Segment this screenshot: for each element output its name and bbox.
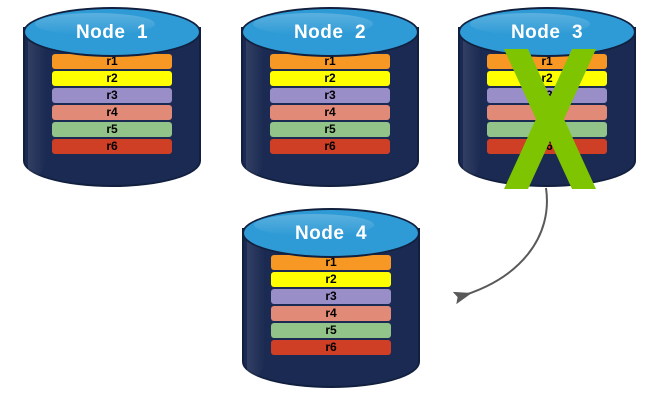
record-bar[interactable]: r4 (270, 105, 390, 120)
record-bar[interactable]: r3 (271, 289, 391, 304)
record-bar[interactable]: r6 (271, 340, 391, 355)
database-node-4[interactable]: r1 r2 r3 r4 r5 r6 Node 4 (242, 208, 420, 388)
record-list: r1 r2 r3 r4 r5 r6 (271, 255, 391, 355)
record-bar[interactable]: r5 (487, 122, 607, 137)
record-bar[interactable]: r2 (271, 272, 391, 287)
record-bar[interactable]: r2 (270, 71, 390, 86)
record-bar[interactable]: r6 (487, 139, 607, 154)
record-bar[interactable]: r1 (271, 255, 391, 270)
database-node-2[interactable]: r1 r2 r3 r4 r5 r6 Node 2 (241, 7, 419, 187)
record-bar[interactable]: r3 (52, 88, 172, 103)
record-bar[interactable]: r6 (52, 139, 172, 154)
node-title: Node 1 (75, 22, 149, 43)
record-bar[interactable]: r4 (52, 105, 172, 120)
record-bar[interactable]: r2 (52, 71, 172, 86)
record-list: r1 r2 r3 r4 r5 r6 (52, 54, 172, 154)
record-bar[interactable]: r5 (271, 323, 391, 338)
record-bar[interactable]: r3 (487, 88, 607, 103)
record-bar[interactable]: r5 (270, 122, 390, 137)
record-bar[interactable]: r5 (52, 122, 172, 137)
record-bar[interactable]: r3 (270, 88, 390, 103)
database-node-1[interactable]: r1 r2 r3 r4 r5 r6 Node 1 (23, 7, 201, 187)
node-title: Node 2 (293, 22, 367, 43)
record-bar[interactable]: r1 (52, 54, 172, 69)
node-title: Node 4 (294, 223, 368, 244)
record-bar[interactable]: r2 (487, 71, 607, 86)
record-bar[interactable]: r4 (271, 306, 391, 321)
record-bar[interactable]: r6 (270, 139, 390, 154)
record-bar[interactable]: r1 (270, 54, 390, 69)
record-list: r1 r2 r3 r4 r5 r6 (270, 54, 390, 154)
node-title: Node 3 (510, 22, 584, 43)
record-bar[interactable]: r4 (487, 105, 607, 120)
